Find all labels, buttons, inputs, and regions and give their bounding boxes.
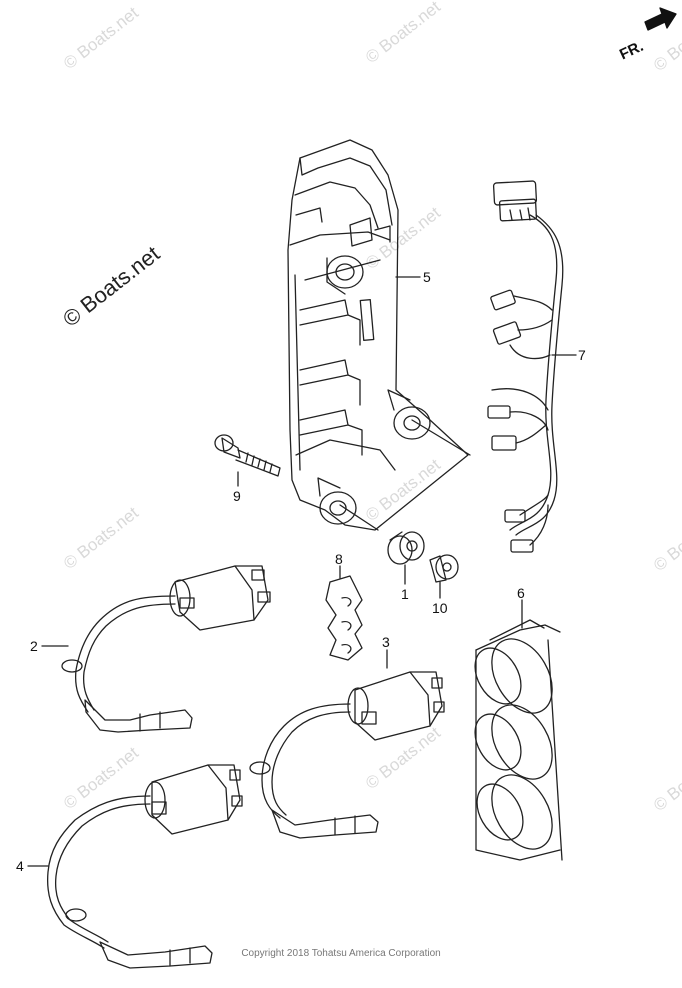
callout-2: 2 [30,638,38,654]
callout-3: 3 [382,634,390,650]
callout-10: 10 [432,600,448,616]
callout-6: 6 [517,585,525,601]
callout-1: 1 [401,586,409,602]
callout-7: 7 [578,347,586,363]
coil-3-part [249,671,445,839]
bracket-part [287,139,471,531]
clamp-part [325,575,363,661]
collar-part [429,554,459,583]
harness-part [487,180,564,553]
grommet-part [387,531,425,565]
callout-8: 8 [335,551,343,567]
coil-4-part [46,764,243,969]
coil-2-part [61,565,271,733]
direction-arrow-icon [644,7,677,31]
bolt-part [214,434,281,477]
coil-holder-part [474,619,563,861]
callout-9: 9 [233,488,241,504]
footer-copyright: Copyright 2018 Tohatsu America Corporati… [241,948,441,959]
callout-4: 4 [16,858,24,874]
callout-5: 5 [423,269,431,285]
